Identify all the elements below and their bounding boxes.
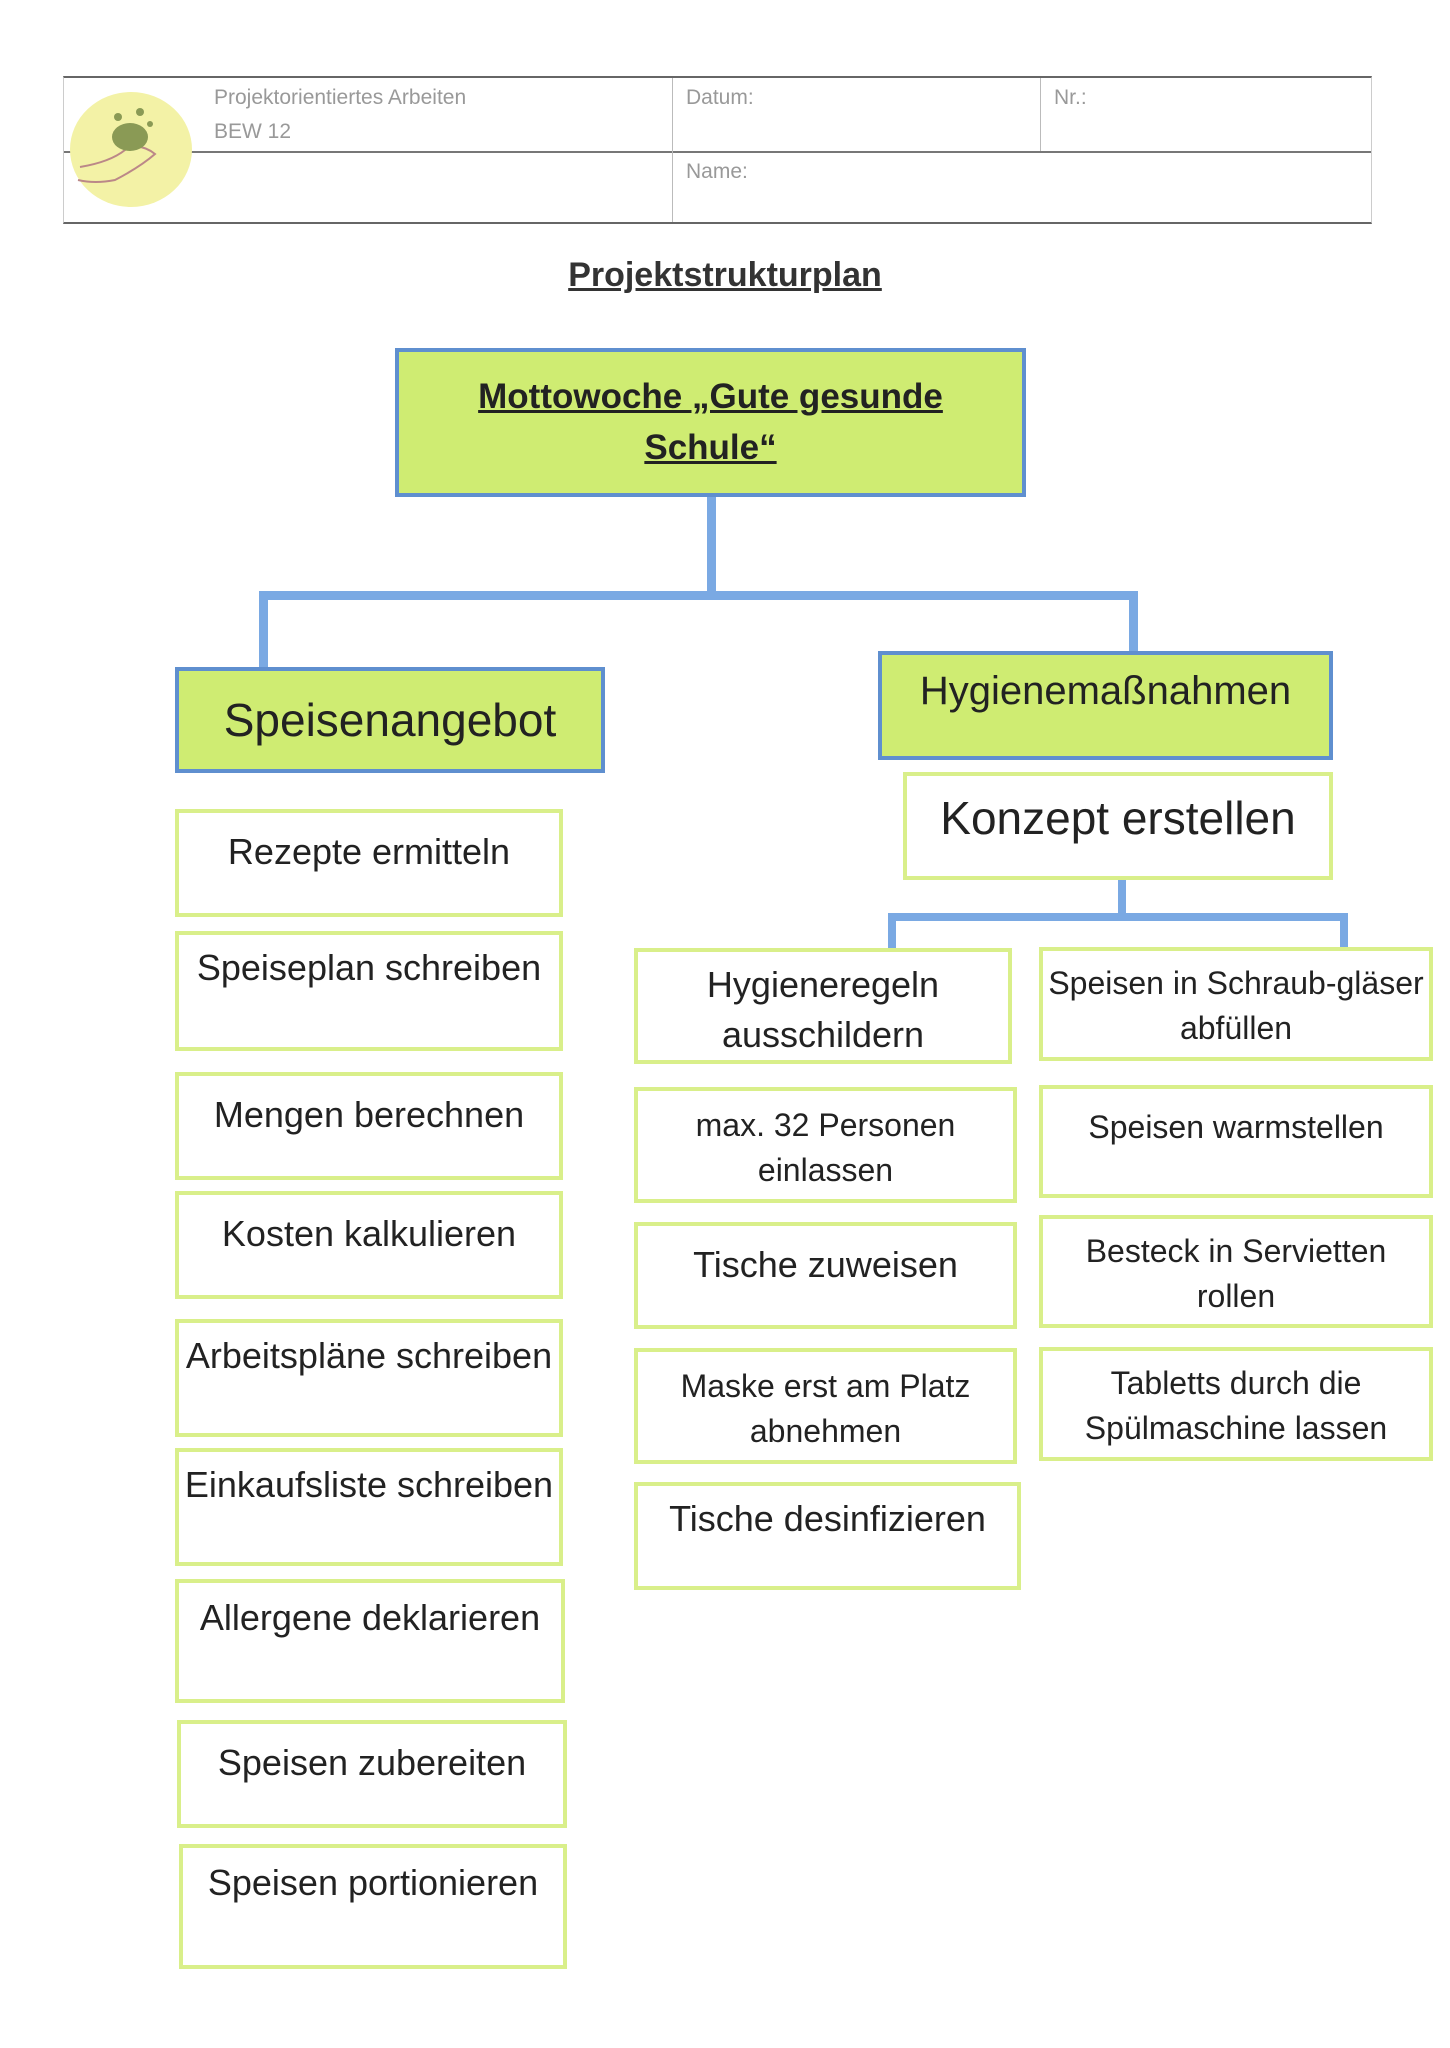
- connector: [259, 591, 1138, 600]
- connector: [1118, 880, 1126, 920]
- connector: [1129, 591, 1138, 653]
- root-line-2: Schule“: [644, 427, 777, 467]
- task-box: Speisen warmstellen: [1039, 1085, 1433, 1198]
- branch-speisenangebot: Speisenangebot: [175, 667, 605, 773]
- root-node: Mottowoche „Gute gesunde Schule“: [395, 348, 1026, 497]
- task-box: Besteck in Servietten rollen: [1039, 1215, 1433, 1328]
- date-label: Datum:: [686, 86, 754, 109]
- header-col-divider: [1040, 78, 1041, 151]
- document-title: Projektstrukturplan: [568, 256, 882, 294]
- task-box: Einkaufsliste schreiben: [175, 1448, 563, 1566]
- task-box: Speiseplan schreiben: [175, 931, 563, 1051]
- task-box: max. 32 Personen einlassen: [634, 1087, 1017, 1203]
- task-box: Kosten kalkulieren: [175, 1191, 563, 1299]
- connector: [259, 591, 268, 669]
- name-label: Name:: [686, 160, 748, 183]
- number-label: Nr.:: [1054, 86, 1087, 109]
- root-line-1: Mottowoche „Gute gesunde: [478, 376, 943, 416]
- branch-hygienemassnahmen: Hygienemaßnahmen: [878, 651, 1333, 760]
- hand-plant-icon: [77, 108, 157, 183]
- task-box: Arbeitspläne schreiben: [175, 1319, 563, 1437]
- task-box: Mengen berechnen: [175, 1072, 563, 1180]
- class-name: BEW 12: [214, 120, 292, 143]
- task-box: Tische desinfizieren: [634, 1482, 1021, 1590]
- node-konzept-erstellen: Konzept erstellen: [903, 772, 1333, 880]
- connector: [1340, 913, 1348, 949]
- task-box: Tabletts durch die Spülmaschine lassen: [1039, 1347, 1433, 1461]
- header-col-divider: [672, 78, 673, 222]
- school-logo: [70, 92, 192, 207]
- task-box: Speisen zubereiten: [177, 1720, 567, 1828]
- header-divider: [64, 151, 1371, 153]
- header-table: Projektorientiertes Arbeiten BEW 12 Datu…: [63, 76, 1372, 224]
- task-box: Allergene deklarieren: [175, 1579, 565, 1703]
- task-box: Speisen in Schraub-gläser abfüllen: [1039, 947, 1433, 1061]
- task-box: Speisen portionieren: [179, 1844, 567, 1969]
- connector: [888, 913, 896, 950]
- task-box: Tische zuweisen: [634, 1222, 1017, 1329]
- course-name: Projektorientiertes Arbeiten: [214, 86, 467, 109]
- task-box: Maske erst am Platz abnehmen: [634, 1348, 1017, 1464]
- connector: [888, 913, 1348, 921]
- task-box: Rezepte ermitteln: [175, 809, 563, 917]
- task-box: Hygieneregeln ausschildern: [634, 948, 1012, 1064]
- connector: [707, 497, 716, 597]
